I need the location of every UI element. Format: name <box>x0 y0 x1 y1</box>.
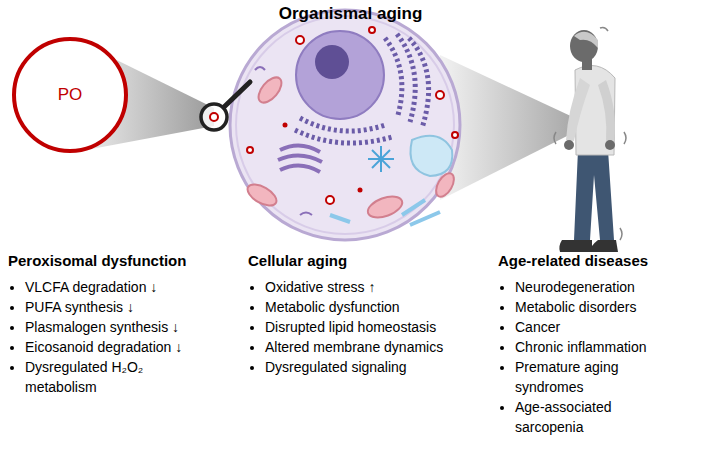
bullet-item: Premature aging syndromes <box>515 357 656 397</box>
node-label: PO <box>58 85 83 105</box>
bullet-item: Metabolic disorders <box>515 297 656 317</box>
column-heading: Age-related diseases <box>498 251 656 271</box>
bullet-item: Neurodegeneration <box>515 277 656 297</box>
elderly-person <box>554 27 626 252</box>
bullet-item: Dysregulated signaling <box>265 357 488 377</box>
text-column: Peroxisomal dysfunctionVLCFA degradation… <box>8 251 213 397</box>
column-heading: Cellular aging <box>248 251 488 271</box>
text-column: Age-related diseasesNeurodegenerationMet… <box>498 251 656 437</box>
text-column: Cellular agingOxidative stress ↑Metaboli… <box>248 251 488 377</box>
peroxisome-circle: PO <box>12 37 128 153</box>
bullet-item: Eicosanoid degradation ↓ <box>25 337 213 357</box>
bullet-item: VLCFA degradation ↓ <box>25 277 213 297</box>
column-heading: Peroxisomal dysfunction <box>8 251 213 271</box>
bullet-item: PUFA synthesis ↓ <box>25 297 213 317</box>
cell-illustration <box>230 10 460 240</box>
bullet-item: Chronic inflammation <box>515 337 656 357</box>
bullet-item: Plasmalogen synthesis ↓ <box>25 317 213 337</box>
bullet-list: NeurodegenerationMetabolic disordersCanc… <box>498 277 656 437</box>
bullet-list: VLCFA degradation ↓PUFA synthesis ↓Plasm… <box>8 277 213 397</box>
bullet-list: Oxidative stress ↑Metabolic dysfunctionD… <box>248 277 488 377</box>
bullet-item: Cancer <box>515 317 656 337</box>
magnifier-symbol <box>201 82 250 130</box>
diagram-title: Organismal aging <box>0 4 701 24</box>
bullet-item: Dysregulated H₂O₂ metabolism <box>25 357 213 397</box>
bullet-item: Altered membrane dynamics <box>265 337 488 357</box>
bullet-item: Disrupted lipid homeostasis <box>265 317 488 337</box>
bullet-item: Age-associated sarcopenia <box>515 397 656 437</box>
bullet-item: Metabolic dysfunction <box>265 297 488 317</box>
bullet-item: Oxidative stress ↑ <box>265 277 488 297</box>
